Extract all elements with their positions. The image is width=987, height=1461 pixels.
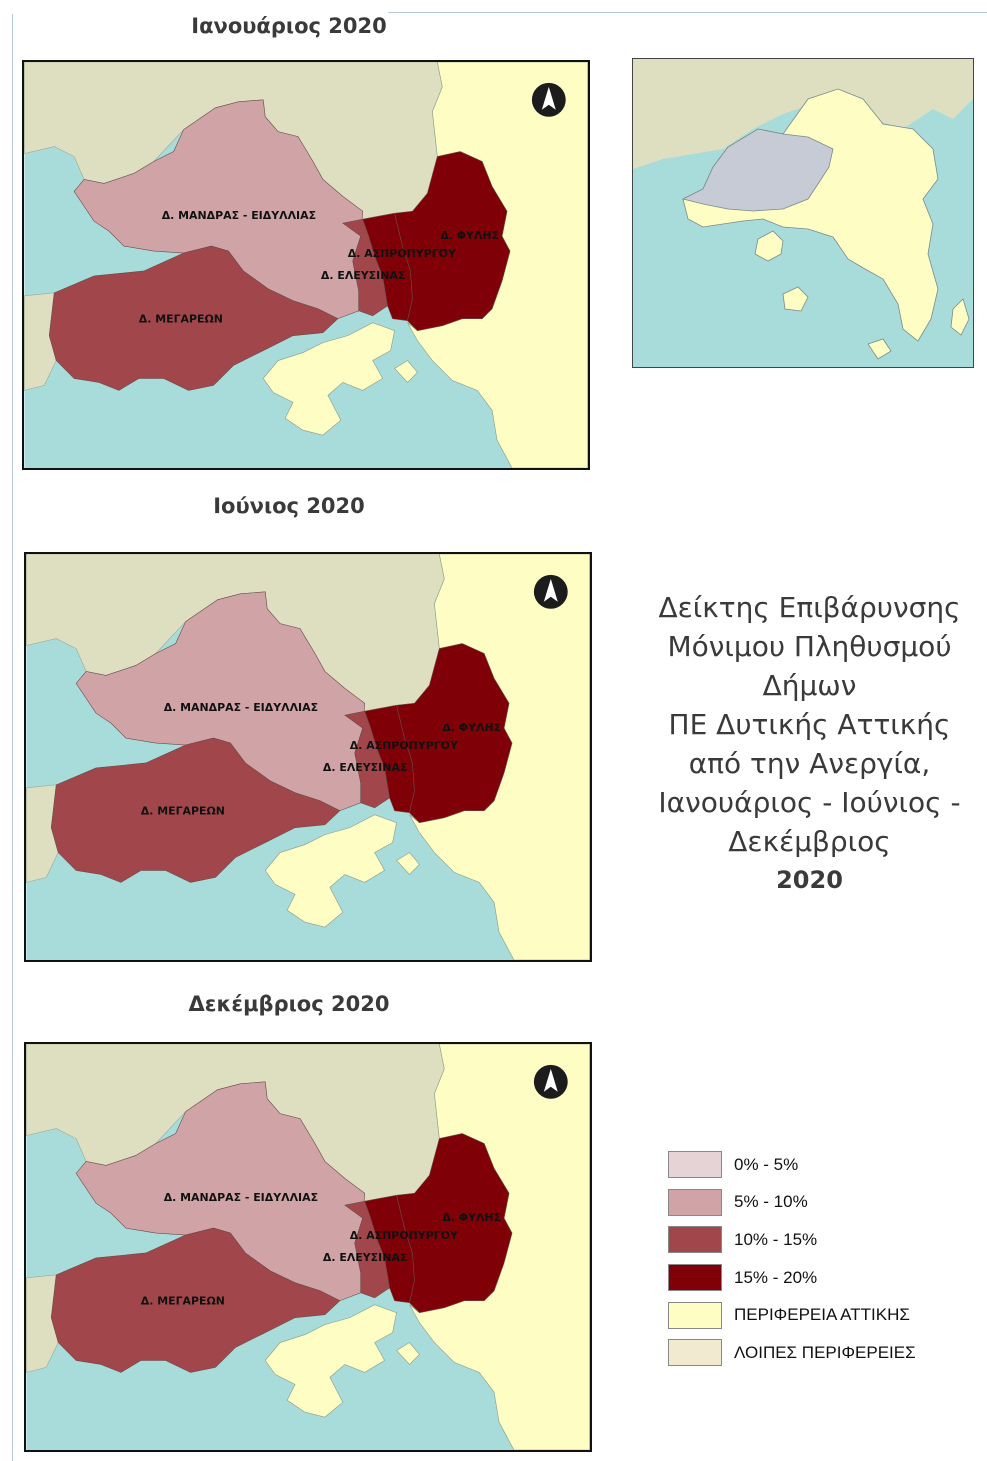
municipality-area — [50, 1227, 341, 1373]
north-arrow-icon — [531, 82, 566, 117]
legend-label: ΠΕΡΙΦΕΡΕΙΑ ΑΤΤΙΚΗΣ — [734, 1305, 910, 1325]
municipality-area — [394, 151, 511, 332]
legend-label: ΛΟΙΠΕΣ ΠΕΡΙΦΕΡΕΙΕΣ — [734, 1342, 916, 1362]
legend-item: ΛΟΙΠΕΣ ΠΕΡΙΦΕΡΕΙΕΣ — [668, 1334, 978, 1372]
locator-island-south — [950, 298, 970, 336]
locator-aegina — [782, 286, 809, 312]
municipality-label: Δ. ΜΕΓΑΡΕΩΝ — [141, 1295, 225, 1308]
municipality-label: Δ. ΜΕΓΑΡΕΩΝ — [141, 805, 225, 818]
municipality-label: Δ. ΕΛΕΥΣΙΝΑΣ — [323, 1251, 407, 1264]
municipality-area — [50, 737, 341, 883]
municipality-label: Δ. ΕΛΕΥΣΙΝΑΣ — [323, 761, 407, 774]
legend: 0% - 5% 5% - 10% 10% - 15% 15% - 20% ΠΕΡ… — [668, 1146, 978, 1372]
municipality-area — [396, 643, 513, 824]
frame-top-line — [388, 12, 987, 13]
attica-salamina-island — [264, 814, 397, 928]
legend-item: 10% - 15% — [668, 1221, 978, 1259]
main-title-line-2: Μόνιμου Πληθυσμού — [667, 630, 952, 663]
map-title-january: Ιανουάριος 2020 — [191, 14, 387, 38]
legend-item: 5% - 10% — [668, 1184, 978, 1222]
legend-swatch — [668, 1188, 722, 1216]
main-title-line-3: Δήμων — [762, 669, 857, 702]
locator-island-small — [867, 338, 892, 360]
main-title-line-1: Δείκτης Επιβάρυνσης — [658, 591, 961, 624]
main-title-line-4: ΠΕ Δυτικής Αττικής — [668, 708, 951, 741]
north-arrow-icon — [533, 574, 568, 609]
map-svg: Δ. ΜΑΝΔΡΑΣ - ΕΙΔΥΛΛΙΑΣ Δ. ΜΕΓΑΡΕΩΝ Δ. ΕΛΕΥ… — [26, 1044, 590, 1450]
legend-label: 0% - 5% — [734, 1154, 799, 1174]
legend-label: 15% - 20% — [734, 1267, 818, 1287]
legend-label: 5% - 10% — [734, 1192, 808, 1212]
attica-small-island — [396, 1342, 420, 1365]
municipality-label: Δ. ΜΑΝΔΡΑΣ - ΕΙΔΥΛΛΙΑΣ — [162, 209, 316, 222]
map-june: Δ. ΜΑΝΔΡΑΣ - ΕΙΔΥΛΛΙΑΣ Δ. ΜΕΓΑΡΕΩΝ Δ. ΕΛΕΥ… — [24, 552, 592, 962]
municipality-label: Δ. ΜΕΓΑΡΕΩΝ — [139, 313, 223, 326]
legend-swatch — [668, 1226, 722, 1254]
locator-svg — [633, 59, 973, 367]
locator-map — [632, 58, 974, 368]
legend-swatch — [668, 1301, 722, 1329]
legend-swatch — [668, 1339, 722, 1367]
municipality-label: Δ. ΑΣΠΡΟΠΥΡΓΟΥ — [350, 739, 459, 752]
main-title-line-5: από την Ανεργία, — [688, 747, 931, 780]
map-svg: Δ. ΜΑΝΔΡΑΣ - ΕΙΔΥΛΛΙΑΣ Δ. ΜΕΓΑΡΕΩΝ Δ. ΕΛΕΥ… — [26, 554, 590, 960]
attica-salamina-island — [264, 1304, 397, 1418]
map-december: Δ. ΜΑΝΔΡΑΣ - ΕΙΔΥΛΛΙΑΣ Δ. ΜΕΓΑΡΕΩΝ Δ. ΕΛΕΥ… — [24, 1042, 592, 1452]
legend-label: 10% - 15% — [734, 1229, 818, 1249]
locator-other-regions — [633, 59, 973, 169]
municipality-label: Δ. ΜΑΝΔΡΑΣ - ΕΙΔΥΛΛΙΑΣ — [164, 701, 318, 714]
legend-item: 0% - 5% — [668, 1146, 978, 1184]
attica-small-island — [396, 852, 420, 875]
municipality-area — [396, 1133, 513, 1314]
locator-west-attica — [681, 128, 834, 212]
main-title-line-7: Δεκέμβριος — [728, 825, 891, 858]
municipality-label: Δ. ΑΣΠΡΟΠΥΡΓΟΥ — [350, 1229, 459, 1242]
map-title-december: Δεκέμβριος 2020 — [188, 992, 390, 1016]
municipality-label: Δ. ΑΣΠΡΟΠΥΡΓΟΥ — [348, 247, 457, 260]
attica-salamina-island — [262, 322, 395, 436]
municipality-label: Δ. ΦΥΛΗΣ — [442, 1211, 501, 1224]
attica-small-island — [394, 360, 418, 383]
municipality-label: Δ. ΦΥΛΗΣ — [442, 721, 501, 734]
main-title-year: 2020 — [776, 866, 843, 894]
legend-swatch — [668, 1264, 722, 1292]
main-title-line-6: Ιανουάριος - Ιούνιος - — [658, 786, 961, 819]
map-title-june: Ιούνιος 2020 — [213, 494, 365, 518]
north-arrow-icon — [533, 1064, 568, 1099]
frame-left-line — [12, 14, 13, 1461]
main-title: Δείκτης Επιβάρυνσης Μόνιμου Πληθυσμού Δή… — [612, 588, 987, 900]
municipality-label: Δ. ΕΛΕΥΣΙΝΑΣ — [321, 269, 405, 282]
legend-item: 15% - 20% — [668, 1259, 978, 1297]
municipality-label: Δ. ΦΥΛΗΣ — [440, 229, 499, 242]
legend-swatch — [668, 1151, 722, 1179]
municipality-area — [48, 245, 339, 391]
map-january: Δ. ΜΑΝΔΡΑΣ - ΕΙΔΥΛΛΙΑΣ Δ. ΜΕΓΑΡΕΩΝ Δ. ΕΛΕΥ… — [22, 60, 590, 470]
legend-item: ΠΕΡΙΦΕΡΕΙΑ ΑΤΤΙΚΗΣ — [668, 1296, 978, 1334]
locator-salamina — [754, 230, 784, 262]
map-svg: Δ. ΜΑΝΔΡΑΣ - ΕΙΔΥΛΛΙΑΣ Δ. ΜΕΓΑΡΕΩΝ Δ. ΕΛΕΥ… — [24, 62, 588, 468]
municipality-label: Δ. ΜΑΝΔΡΑΣ - ΕΙΔΥΛΛΙΑΣ — [164, 1191, 318, 1204]
